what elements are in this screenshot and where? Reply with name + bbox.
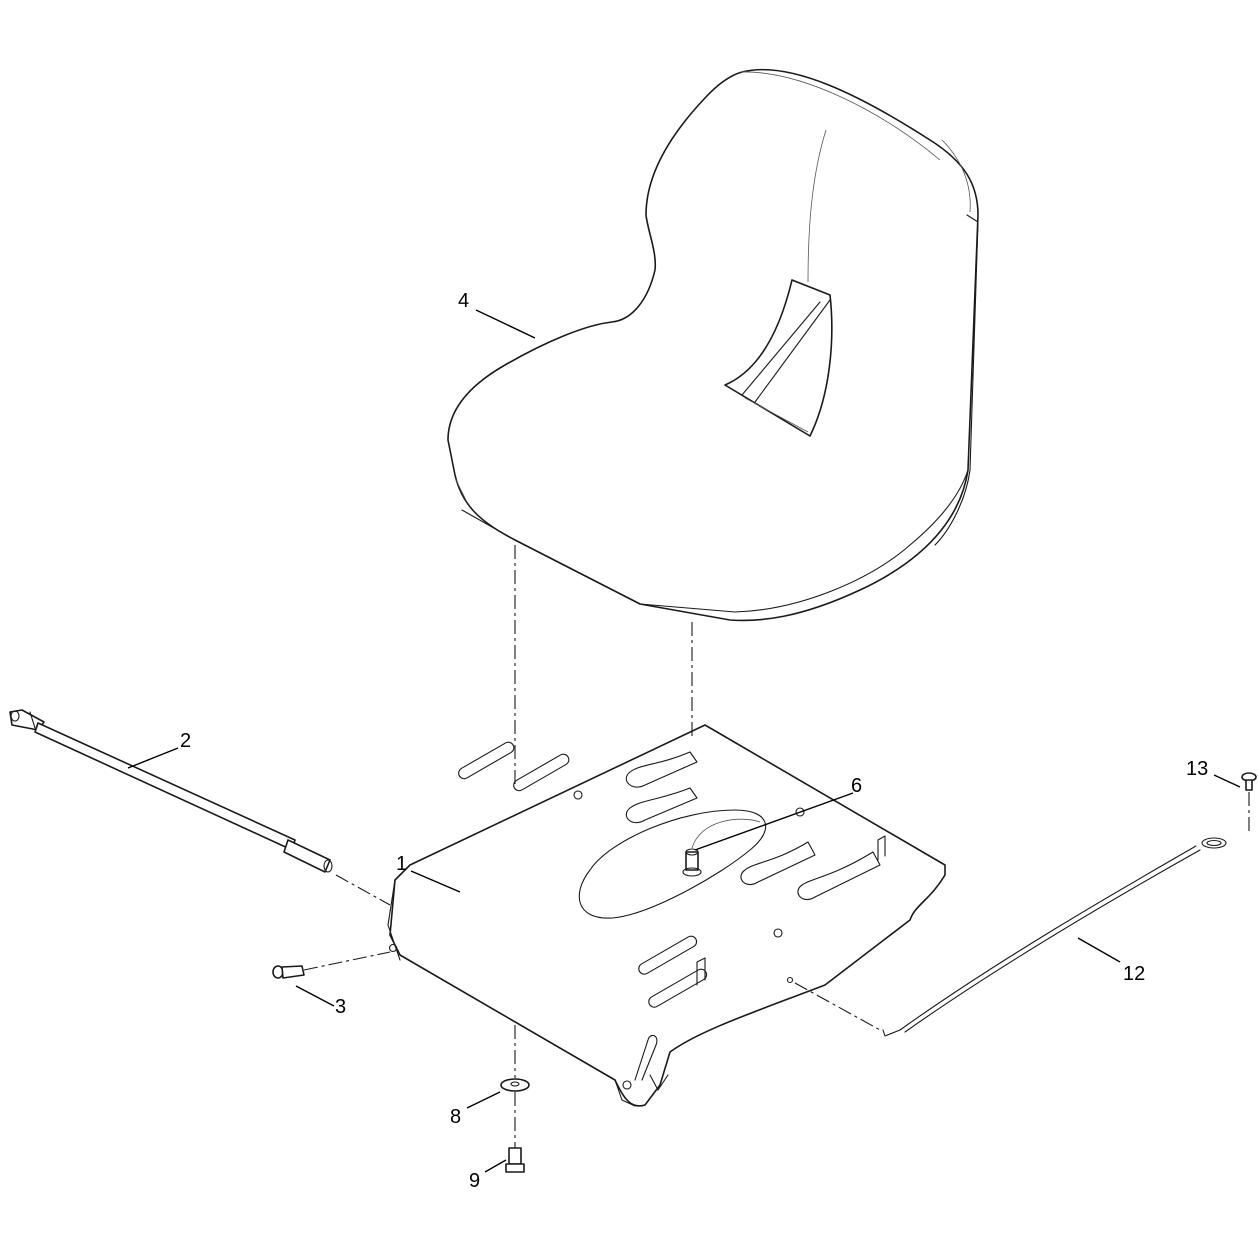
seat-switch [682, 818, 761, 877]
callout-1: 1 [396, 853, 407, 875]
seat [447, 68, 979, 622]
callout-12: 12 [1123, 963, 1145, 985]
callout-2: 2 [180, 730, 191, 752]
bolt [505, 1147, 525, 1173]
callout-9: 9 [469, 1170, 480, 1192]
callout-labels: 4 2 1 6 13 12 3 8 9 [180, 290, 1208, 1192]
callout-3: 3 [335, 996, 346, 1018]
callout-4: 4 [458, 290, 469, 312]
assembly-lines [303, 545, 1250, 1148]
adjustment-slots [458, 741, 886, 1008]
adjustment-rod [9, 709, 333, 873]
seat-plate [387, 724, 946, 1107]
callout-13: 13 [1186, 758, 1208, 780]
callout-6: 6 [851, 775, 862, 797]
washer [500, 1078, 530, 1092]
callout-8: 8 [450, 1106, 461, 1128]
leader-lines [127, 309, 1241, 1173]
fastener [1241, 772, 1257, 791]
screw [272, 965, 305, 979]
release-cable [882, 837, 1227, 1037]
center-opening [578, 809, 767, 919]
